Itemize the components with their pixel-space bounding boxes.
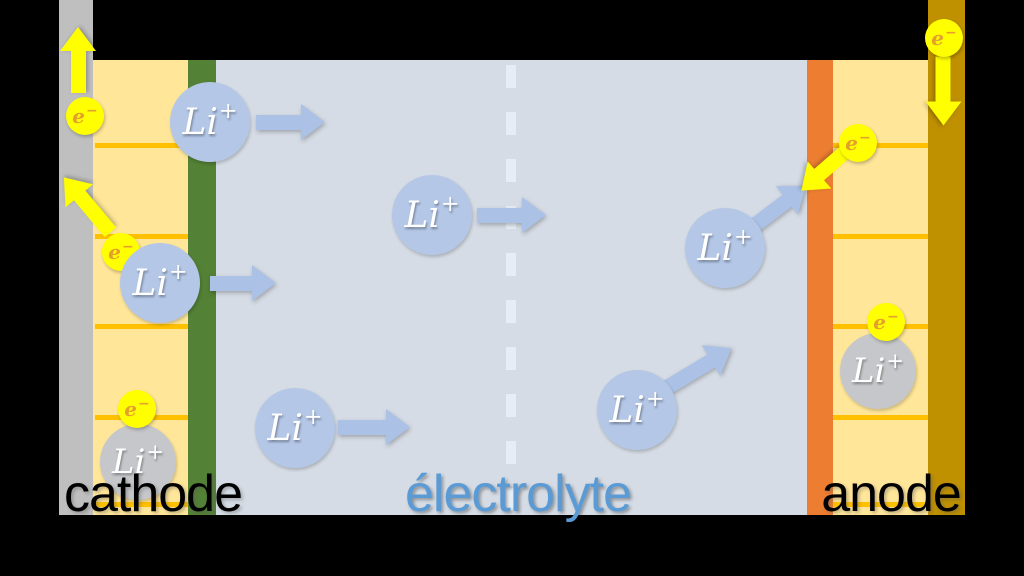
electron-charge: − <box>887 309 899 326</box>
ion-charge: + <box>645 385 665 412</box>
ion-charge: + <box>733 223 753 250</box>
ion-symbol: Li <box>267 407 303 449</box>
intercalated-li-ion: Li+ <box>840 333 916 409</box>
anode-electrolyte-interface <box>807 60 833 515</box>
material-stripe <box>833 234 928 239</box>
electron-charge: − <box>945 25 957 42</box>
cathode-label: cathode <box>63 465 243 523</box>
li-ion-arrow <box>210 265 276 301</box>
ion-symbol: Li <box>851 351 886 391</box>
electron: e− <box>925 19 963 57</box>
electron-symbol: e <box>72 104 85 128</box>
electron-symbol: e <box>124 397 137 421</box>
electron-symbol: e <box>845 131 858 155</box>
material-stripe <box>95 234 188 239</box>
electron-arrow <box>60 27 96 93</box>
ion-symbol: Li <box>132 262 168 304</box>
ion-charge: + <box>168 258 188 285</box>
ion-charge: + <box>440 190 460 217</box>
electron-charge: − <box>138 396 150 413</box>
electron-charge: − <box>859 130 871 147</box>
material-stripe <box>833 143 928 148</box>
li-ion: Li+ <box>120 243 200 323</box>
electron: e− <box>118 390 156 428</box>
ion-symbol: Li <box>182 101 218 143</box>
electron-symbol: e <box>873 310 886 334</box>
material-stripe <box>833 502 928 507</box>
electron-charge: − <box>122 239 134 256</box>
ion-charge: + <box>218 97 238 124</box>
electron-symbol: e <box>931 26 944 50</box>
li-ion: Li+ <box>597 370 677 450</box>
ion-charge: + <box>886 347 905 373</box>
separator-dashed-line <box>506 65 516 515</box>
electron: e− <box>839 124 877 162</box>
li-ion: Li+ <box>685 208 765 288</box>
electron-symbol: e <box>108 240 121 264</box>
li-ion-arrow <box>477 197 546 233</box>
li-ion-arrow <box>338 409 410 445</box>
electron-arrow <box>925 56 962 126</box>
ion-charge: + <box>303 403 323 430</box>
li-ion: Li+ <box>255 388 335 468</box>
li-ion-arrow <box>256 104 325 140</box>
electron-charge: − <box>86 103 98 120</box>
anode-label: anode <box>821 465 962 523</box>
material-stripe <box>95 502 188 507</box>
intercalated-li-ion: Li+ <box>100 424 176 500</box>
li-ion: Li+ <box>392 175 472 255</box>
ion-symbol: Li <box>111 442 146 482</box>
electrolyte-label: électrolyte <box>405 465 632 523</box>
ion-symbol: Li <box>697 227 733 269</box>
ion-symbol: Li <box>404 194 440 236</box>
material-stripe <box>95 143 188 148</box>
ion-charge: + <box>146 438 165 464</box>
ion-symbol: Li <box>609 389 645 431</box>
material-stripe <box>95 324 188 329</box>
electron: e− <box>66 97 104 135</box>
material-stripe <box>833 415 928 420</box>
li-ion: Li+ <box>170 82 250 162</box>
electron: e− <box>867 303 905 341</box>
